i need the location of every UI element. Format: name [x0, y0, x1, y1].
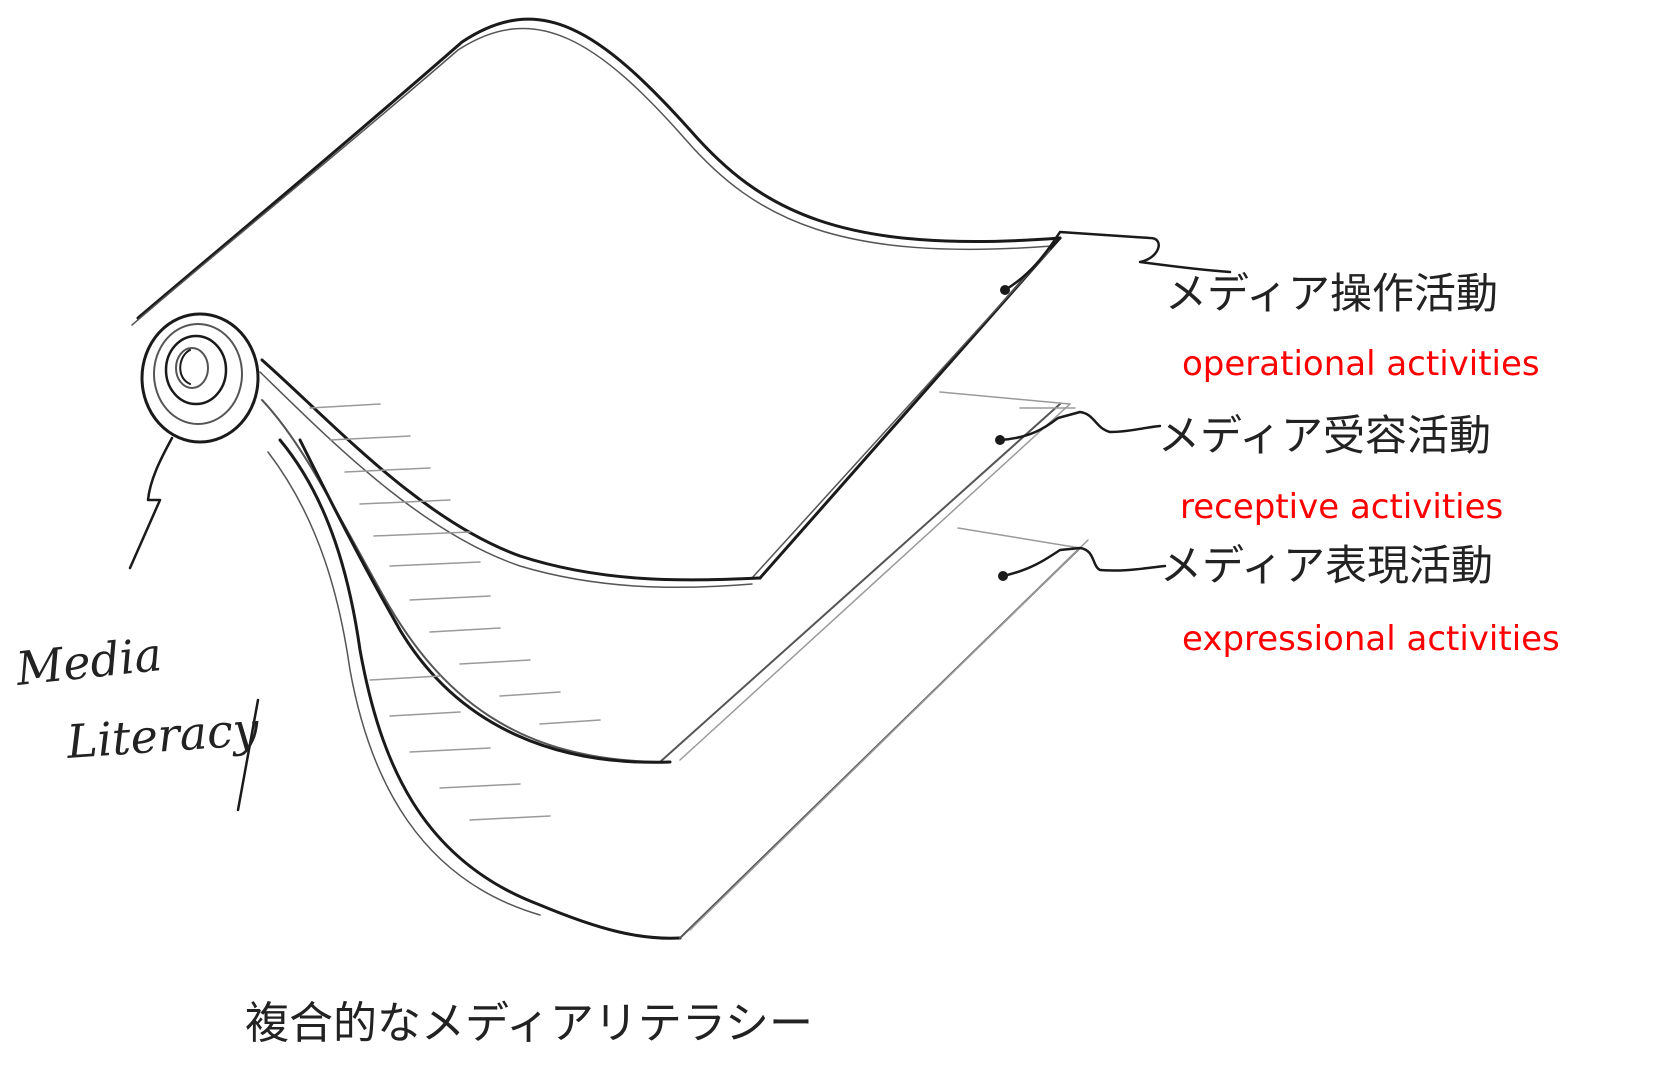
- label-receptive-en: receptive activities: [1180, 487, 1503, 527]
- sheet-receptive: [261, 391, 1071, 764]
- caption-jp: 複合的なメディアリテラシー: [245, 998, 813, 1049]
- label-operational-jp: メディア操作活動: [1165, 269, 1498, 318]
- leader-expressional: [998, 546, 1167, 581]
- literacy-underline-stroke: [236, 698, 260, 812]
- leader-operational: [1000, 230, 1232, 295]
- label-receptive-jp: メディア受容活動: [1158, 411, 1491, 460]
- label-media: Media: [13, 627, 165, 696]
- label-literacy: Literacy: [64, 702, 261, 769]
- sheet-expressional: [267, 438, 1089, 940]
- media-literacy-leader-line: [128, 436, 174, 570]
- label-expressional-jp: メディア表現活動: [1160, 541, 1493, 590]
- roll-spiral: [140, 312, 260, 444]
- label-operational-en: operational activities: [1182, 344, 1540, 384]
- sheet-operational: [131, 17, 1062, 589]
- leader-receptive: [995, 407, 1162, 445]
- label-expressional-en: expressional activities: [1182, 619, 1560, 659]
